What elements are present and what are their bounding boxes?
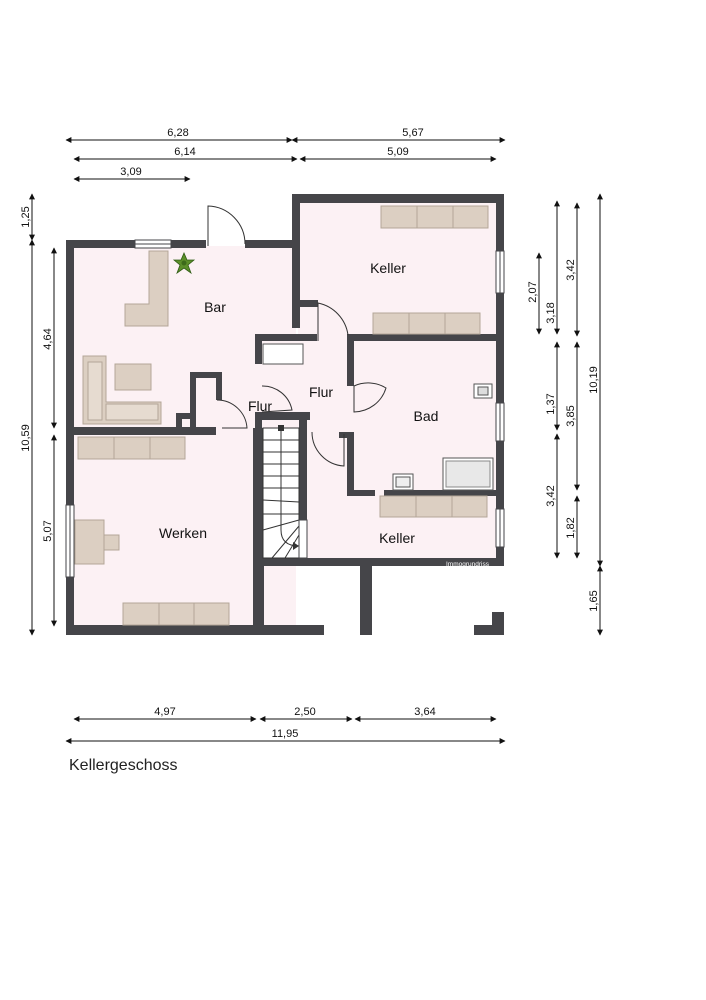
wall [347,334,497,341]
wall [292,240,300,328]
dim-label: 4,97 [154,706,175,718]
bar-counter [124,250,169,327]
dim-label: 4,64 [42,328,54,349]
shelf [77,436,115,460]
shelf [452,205,489,229]
shelf [122,602,160,626]
dim-label: 5,07 [42,520,54,541]
bathtub-small [262,343,304,365]
wall [347,334,354,386]
wall [299,420,307,558]
door [216,399,248,429]
wall [347,490,375,496]
coffee-table [114,363,152,391]
room-label-flur-right: Flur [309,384,333,400]
wall [496,194,504,566]
shelf [372,312,410,335]
room-label-bad: Bad [414,408,439,424]
room-label-werken: Werken [159,525,207,541]
wall [176,413,182,433]
wall [253,428,263,625]
dimension-labels: 6,28 5,67 6,14 5,09 3,09 4,97 2,50 3,64 … [20,127,600,740]
sofa-cushion [105,403,159,421]
windows [65,239,505,578]
shelf [444,312,481,335]
wall [190,372,222,378]
walls [66,194,504,635]
dim-label: 1,25 [20,206,32,227]
shelf [158,602,195,626]
room-label-flur-left: Flur [248,398,272,414]
stairs [262,425,308,559]
window [298,519,308,559]
wall [300,300,318,307]
wall [347,435,354,495]
dim-label: 11,95 [272,728,299,740]
wall [72,427,216,435]
wall [339,432,354,438]
dim-label: 2,07 [527,281,539,302]
dim-label: 3,42 [545,485,557,506]
wall [360,566,372,635]
dim-label: 1,37 [545,393,557,414]
wall [292,194,300,248]
room-label-keller-top: Keller [370,260,406,276]
sofa-cushion [87,361,103,421]
room-label-keller-bottom: Keller [379,530,415,546]
furniture [74,205,489,626]
room-labels: Bar Keller Flur Flur Bad Werken Keller [159,260,438,546]
shelf [113,436,151,460]
dim-label: 5,09 [387,146,408,158]
wall [255,334,262,364]
dim-label: 10,19 [588,366,600,394]
desk [74,519,105,565]
shelf [415,495,453,518]
dim-label: 1,82 [565,517,577,538]
doors [207,205,387,467]
shelf [193,602,230,626]
dim-label: 6,14 [174,146,195,158]
dimension-lines [29,137,603,744]
wall [255,412,310,420]
wall [190,372,196,434]
shelf [416,205,454,229]
wall [474,625,504,635]
door [353,382,387,413]
shelf [408,312,446,335]
shelf [451,495,488,518]
door [207,205,246,246]
plan-title: Kellergeschoss [69,757,178,774]
door [317,302,349,341]
wall [66,240,74,635]
shelf [149,436,186,460]
wall [176,413,196,419]
dim-label: 3,18 [545,302,557,323]
door [311,431,345,467]
wall [384,490,497,496]
dim-label: 2,50 [294,706,315,718]
dim-label: 1,65 [588,590,600,611]
wall [216,372,222,400]
wall [255,558,504,566]
dim-label: 5,67 [402,127,423,139]
wall [255,334,317,341]
bath-fixtures [262,343,494,491]
door [261,385,293,413]
dim-label: 3,64 [414,706,435,718]
dim-label: 3,85 [565,405,577,426]
room-label-bar: Bar [204,299,226,315]
dim-label: 10,59 [20,424,32,452]
dim-label: 3,09 [120,166,141,178]
dim-label: 6,28 [167,127,188,139]
wall [245,240,298,248]
wall [292,194,503,203]
wall [66,625,324,635]
dim-label: 3,42 [565,259,577,280]
shelf [380,205,418,229]
plant-icon [172,251,196,275]
watermark: Immogrundriss [446,561,490,568]
shelf [379,495,417,518]
chair [103,534,120,551]
